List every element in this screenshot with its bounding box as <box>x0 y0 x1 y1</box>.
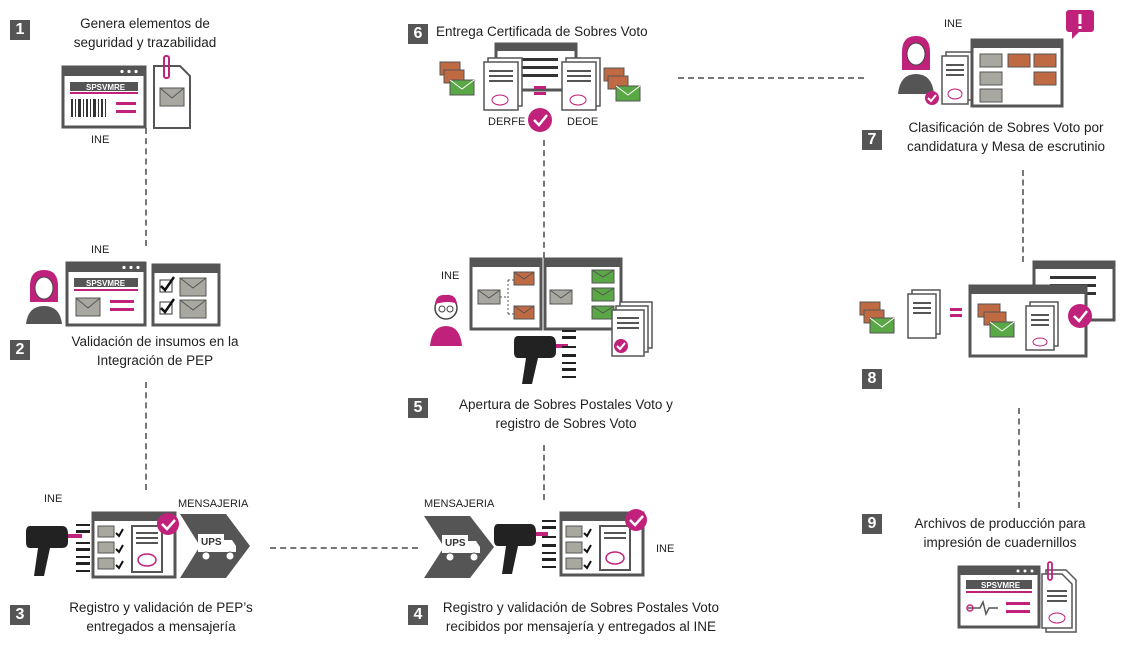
step-9-number: 9 <box>862 514 882 534</box>
connector-2-3 <box>145 382 147 490</box>
step-1-ine-label: INE <box>91 134 110 146</box>
step-3-ine-label: INE <box>44 493 63 505</box>
notebook-docs-icon <box>1041 561 1077 633</box>
step-7-number: 7 <box>862 130 882 150</box>
spsvmre-window-graphic <box>957 565 1041 629</box>
step-4-caption: Registro y validación de Sobres Postales… <box>442 600 720 634</box>
step-4-number: 4 <box>408 605 428 625</box>
classification-graphic <box>941 38 1064 108</box>
step-1-caption: Genera elementos de seguridad y trazabil… <box>73 16 217 50</box>
connector-7-8 <box>1022 170 1024 262</box>
step-2-spsvmre-text: SPSVMRE <box>86 279 126 288</box>
registry-window-graphic <box>559 509 647 577</box>
certified-docs-icon <box>611 301 653 357</box>
step-1-spsvmre-text: SPSVMRE <box>86 83 126 92</box>
step-2-caption: Validación de insumos en la Integración … <box>71 334 239 368</box>
consolidation-graphic <box>859 260 1116 358</box>
user-male-icon <box>430 294 462 346</box>
step-4-ine-label: INE <box>656 543 675 555</box>
envelope-doc-icon <box>153 55 191 129</box>
step-6-caption: Entrega Certificada de Sobres Voto <box>436 24 648 39</box>
checklist-window-graphic <box>151 263 221 327</box>
step-3-caption: Registro y validación de PEP’s entregado… <box>69 600 253 634</box>
certified-delivery-graphic <box>439 42 641 132</box>
user-female-icon <box>26 270 62 324</box>
step-9-spsvmre-text: SPSVMRE <box>981 581 1021 590</box>
step-5-caption: Apertura de Sobres Postales Voto y regis… <box>459 397 673 431</box>
step-9-caption: Archivos de producción para impresión de… <box>914 516 1086 550</box>
step-3-number: 3 <box>10 605 30 625</box>
step-6-derfe-label: DERFE <box>488 116 526 128</box>
step-5-number: 5 <box>408 398 428 418</box>
step-3-ups-text: UPS <box>201 537 222 548</box>
step-7-caption: Clasificación de Sobres Voto por candida… <box>906 120 1106 154</box>
spsvmre-window-graphic <box>61 65 147 129</box>
barcode-scanner-icon <box>514 330 576 384</box>
step-2-ine-label: INE <box>91 244 110 256</box>
connector-6-7 <box>678 77 864 79</box>
step-2-number: 2 <box>10 340 30 360</box>
connector-3-4 <box>270 547 418 549</box>
connector-4-5 <box>543 445 545 500</box>
step-8-number: 8 <box>862 369 882 389</box>
barcode-scanner-icon <box>494 520 556 574</box>
step-4-mensajeria-label: MENSAJERIA <box>424 498 495 510</box>
spsvmre-window-graphic <box>65 261 147 327</box>
connector-8-9 <box>1018 408 1020 508</box>
connector-5-6 <box>543 140 545 258</box>
step-3-mensajeria-label: MENSAJERIA <box>178 498 249 510</box>
ups-truck-arrow-icon <box>180 514 250 578</box>
barcode-scanner-icon <box>26 524 90 576</box>
step-6-deoe-label: DEOE <box>567 116 599 128</box>
step-7-ine-label: INE <box>944 18 963 30</box>
alert-bubble-icon <box>1066 10 1094 39</box>
registry-window-graphic <box>91 511 179 579</box>
step-5-ine-label: INE <box>441 270 460 282</box>
step-1-number: 1 <box>10 20 30 40</box>
step-6-number: 6 <box>408 24 428 44</box>
ups-truck-arrow-icon <box>424 516 494 578</box>
user-female-icon <box>898 36 939 105</box>
opening-windows-graphic <box>469 257 623 331</box>
connector-1-2 <box>145 128 147 246</box>
step-4-ups-text: UPS <box>445 538 466 549</box>
